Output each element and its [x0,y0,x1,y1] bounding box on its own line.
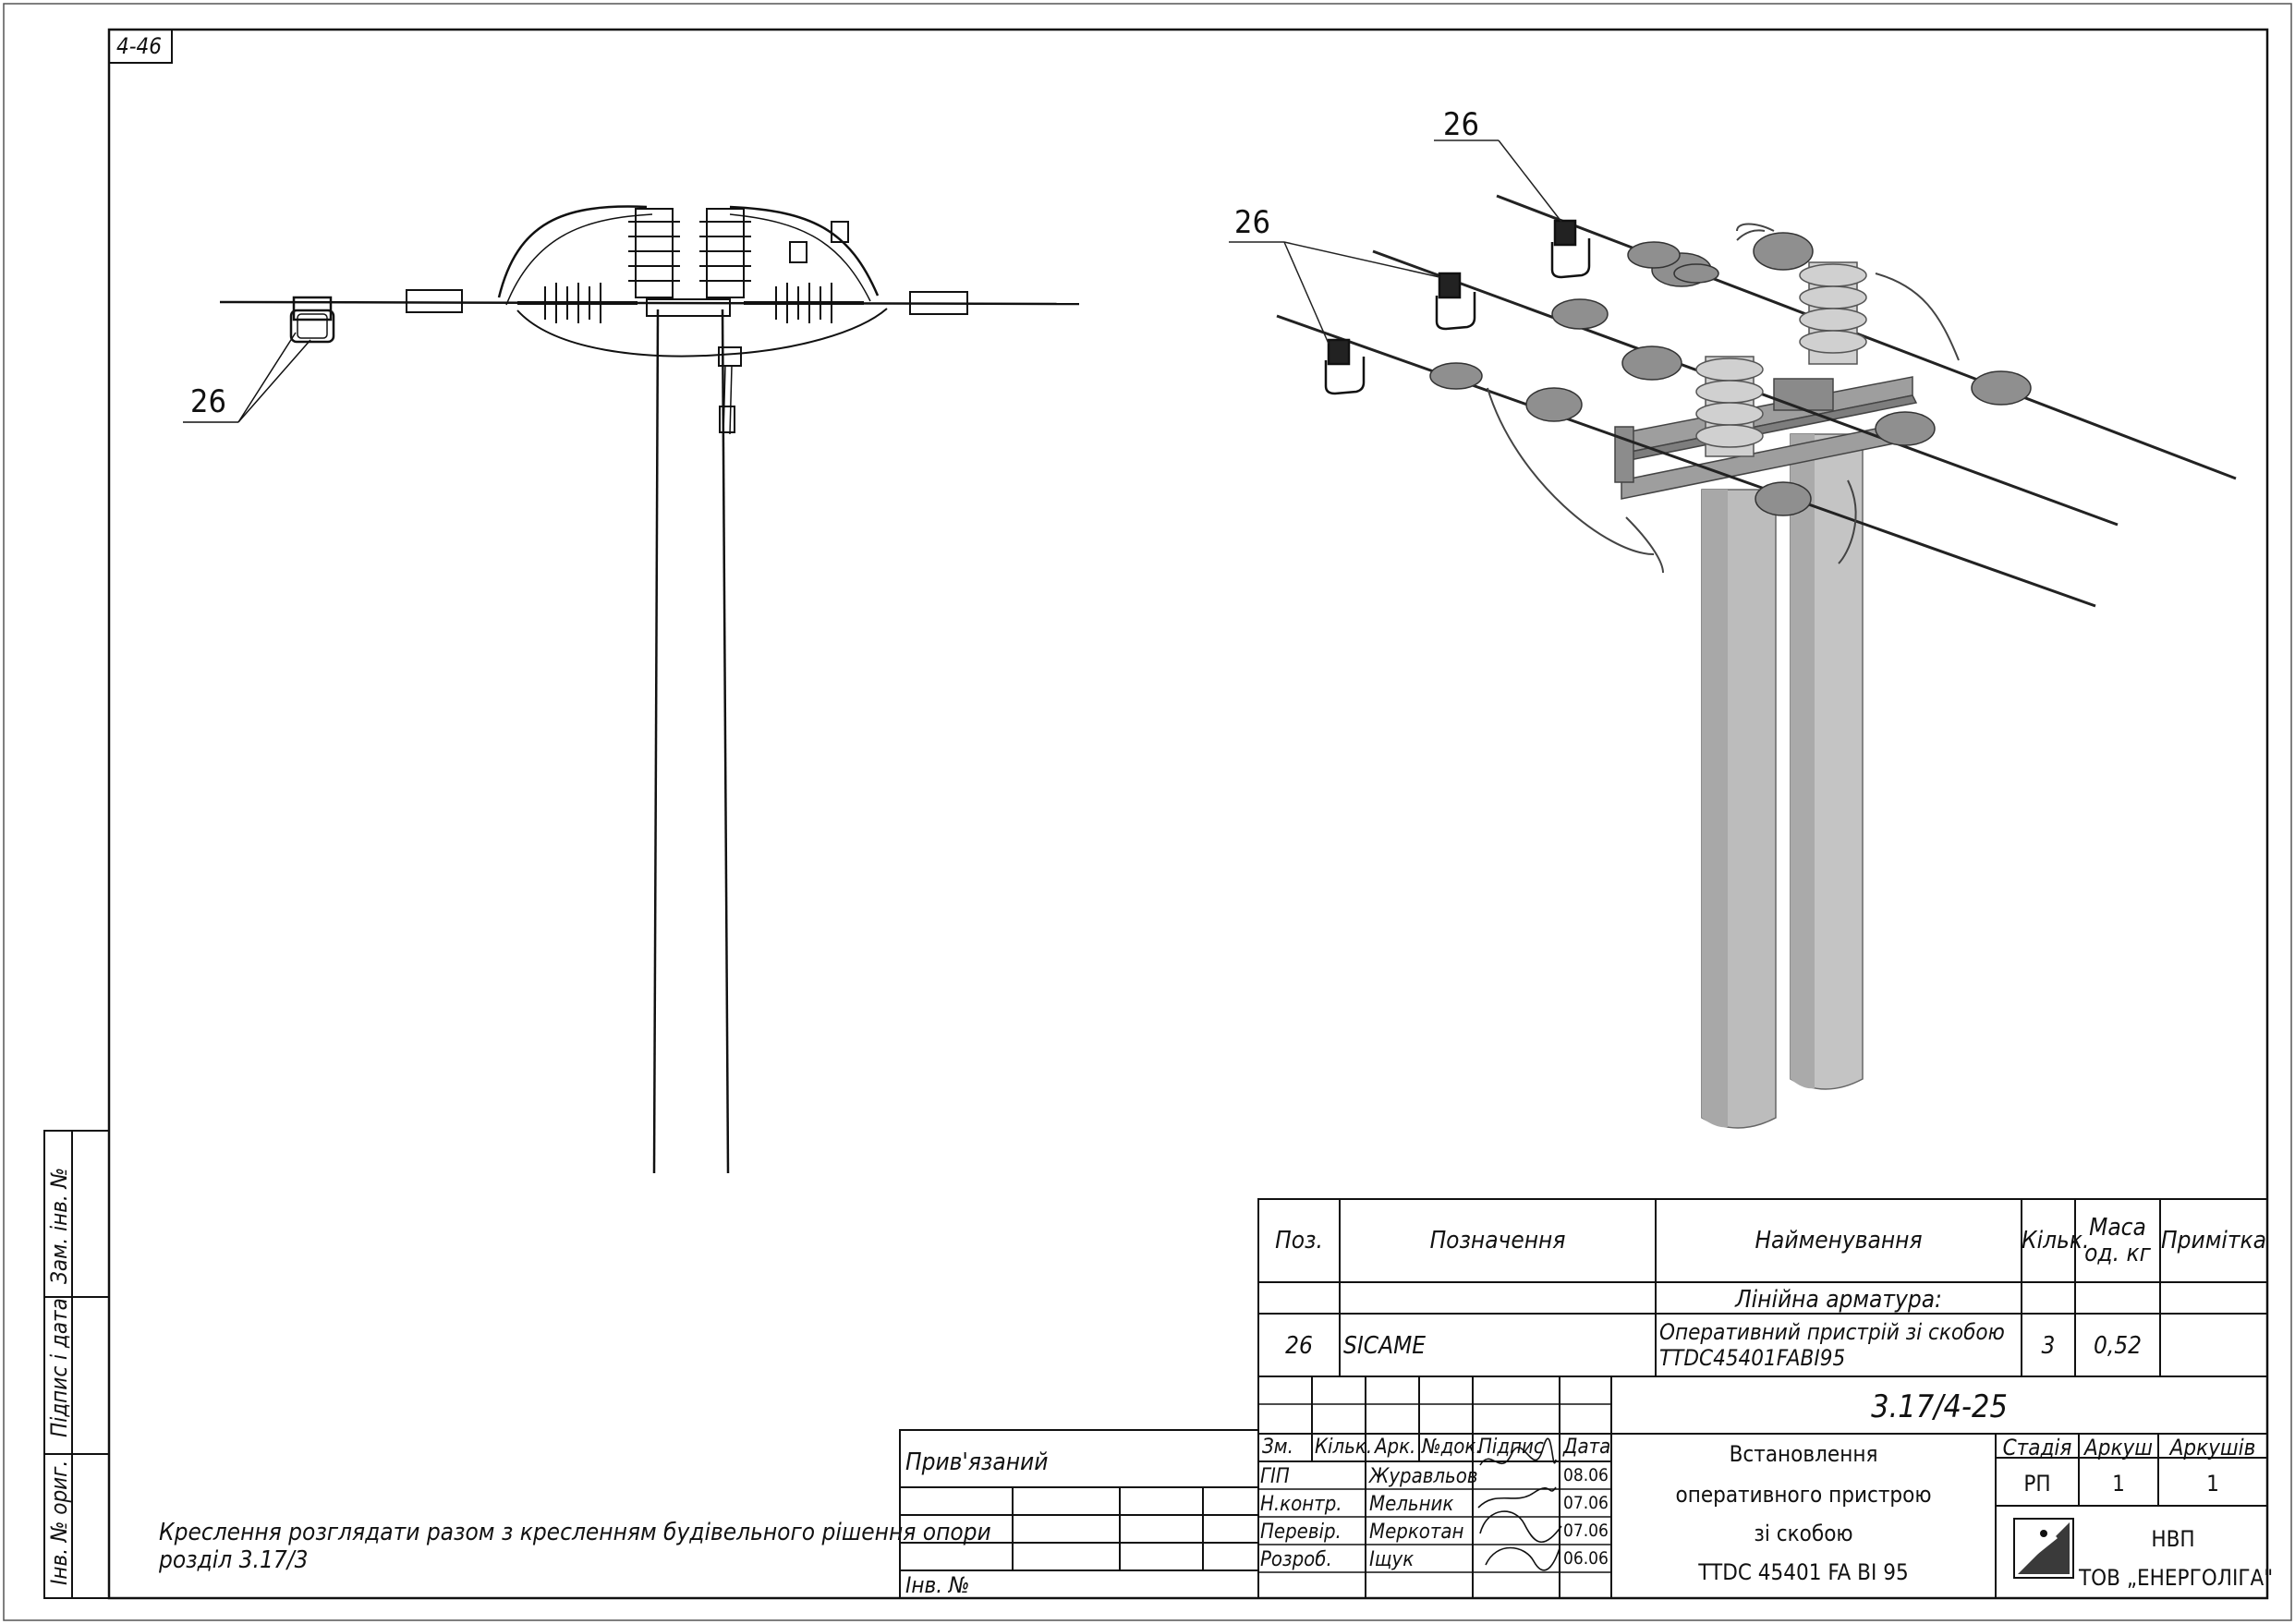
side-stamp [43,1130,110,1599]
note-line-2: розділ 3.17/3 [159,1546,309,1574]
tb-title-1: Встановлення [1729,1441,1878,1467]
tb-role-3: Розроб. [1260,1548,1332,1571]
tb-role-1: Н.контр. [1260,1493,1342,1516]
spec-row-name-2: TTDC45401FABI95 [1659,1345,1846,1371]
outer-border [3,3,2292,1621]
tb-title-2: оперативного пристрою [1675,1482,1932,1508]
sheet-code-box [108,29,173,64]
tb-date-3: 06.06 [1563,1548,1609,1569]
stamp-zam-inv: Зам. інв. № [46,1167,72,1284]
post-insulator-right [699,208,751,298]
tb-name-3: Іщук [1369,1548,1415,1571]
tb-name-0: Журавльов [1369,1465,1478,1488]
spec-hdr-designation: Позначення [1429,1227,1566,1254]
doc-code: 3.17/4-25 [1871,1388,2008,1425]
post-insulator-left [628,208,680,298]
stamp-inv-orig: Інв. № ориг. [46,1460,72,1585]
tb-date-2: 07.06 [1563,1521,1609,1541]
tb-date-1: 07.06 [1563,1493,1609,1513]
org-logo [2013,1518,2074,1579]
sheet-code: 4-46 [116,33,162,59]
tb-sheets: 1 [2206,1471,2219,1497]
isometric-view [1229,139,2237,1129]
tb-stage-label: Стадія [2002,1435,2072,1460]
stamp-pidpys-data: Підпис і дата [46,1298,72,1437]
spec-hdr-pos: Поз. [1275,1227,1323,1254]
right-insulator [744,283,864,323]
operating-device-iso-1 [1550,219,1591,279]
tb-hdr-ndok: №док. [1422,1436,1482,1459]
callout-26-right-upper: 26 [1443,106,1479,143]
tb-org-2: ТОВ „ЕНЕРГОЛІГА" [2079,1565,2274,1591]
spec-row-pos: 26 [1285,1332,1313,1360]
callout-26-left: 26 [190,383,226,420]
operating-device-left-view [289,296,335,344]
spec-hdr-name: Найменування [1755,1227,1923,1254]
tb-sheets-label: Аркушів [2169,1435,2256,1460]
tb-hdr-zm: Зм. [1262,1436,1293,1459]
spec-hdr-qty: Кільк. [2022,1227,2090,1254]
operating-device-iso-2 [1435,272,1476,331]
spec-row-name-1: Оперативний пристрій зі скобою [1659,1319,2005,1345]
tb-hdr-data: Дата [1563,1436,1611,1459]
tb-hdr-kilk: Кільк. [1315,1436,1373,1459]
signatures [1477,1437,1562,1571]
note-line-1: Креслення розглядати разом з кресленням … [159,1519,991,1546]
tb-title-4: TTDC 45401 FA BI 95 [1698,1559,1909,1585]
tb-hdr-pidpys: Підпис [1478,1436,1544,1459]
left-insulator [517,283,638,323]
operating-device-iso-3 [1324,338,1366,395]
spec-row-mass: 0,52 [2093,1332,2143,1360]
tb-title-3: зі скобою [1754,1521,1853,1546]
attachment-block-grid [899,1429,1259,1599]
spec-hdr-note: Примітка [2161,1227,2266,1254]
front-elevation [183,205,1080,1174]
title-block-grid [1257,1376,2268,1599]
tb-sheet-label: Аркуш [2083,1435,2154,1460]
spec-row-qty: 3 [2041,1332,2056,1360]
spec-hdr-mass-1: Маса [2089,1214,2146,1242]
callout-26-right-lower: 26 [1234,204,1270,241]
tb-stage: РП [2023,1471,2051,1497]
tb-sheet: 1 [2112,1471,2125,1497]
spec-section: Лінійна арматура: [1735,1286,1942,1314]
spec-row-designation: SICAME [1343,1332,1427,1360]
attachment-label: Прив'язаний [905,1448,1049,1476]
iso-insulators [1429,232,2032,516]
tb-name-1: Мельник [1369,1493,1454,1516]
attachment-inv: Інв. № [905,1572,970,1598]
tb-date-0: 08.06 [1563,1465,1609,1485]
tb-hdr-ark: Арк. [1375,1436,1416,1459]
tb-role-0: ГІП [1260,1465,1290,1488]
tb-name-2: Меркотан [1369,1521,1464,1544]
spec-hdr-mass-2: од. кг [2084,1240,2151,1267]
inner-frame [107,28,2269,1600]
tb-role-2: Перевір. [1260,1521,1342,1544]
tb-org-1: НВП [2151,1526,2195,1552]
